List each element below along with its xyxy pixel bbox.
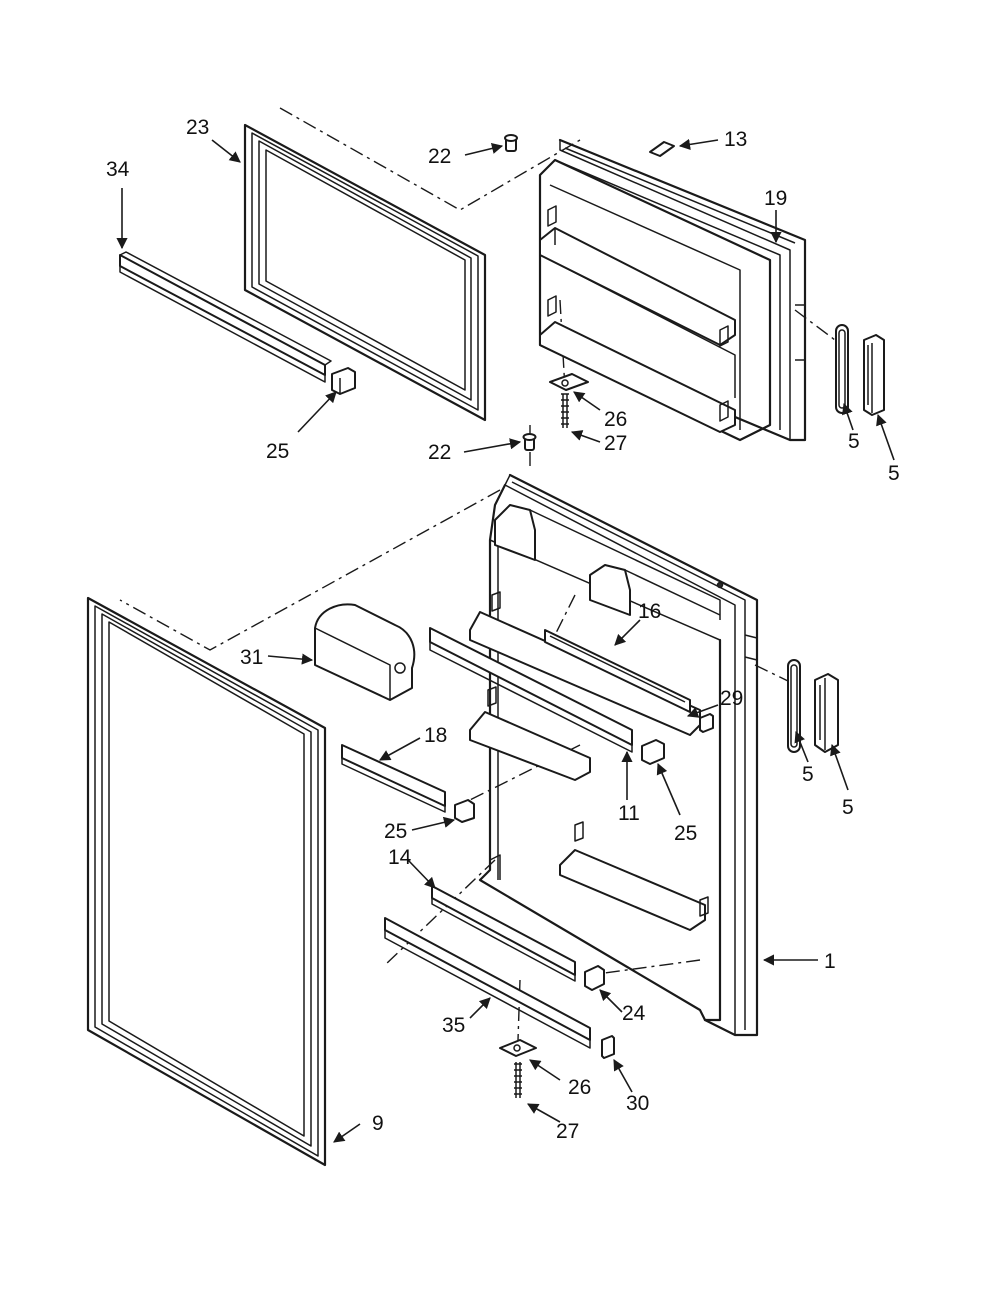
door-rack-trim-14 [431, 885, 576, 982]
callout-22-top: 22 [428, 145, 451, 168]
fresh-food-handle-insert [787, 659, 801, 753]
fresh-food-door-assembly [469, 473, 759, 1037]
callout-5-a: 5 [848, 430, 860, 453]
hole-plug [649, 141, 675, 157]
callout-labels: 23 34 25 22 13 19 26 27 22 5 5 16 31 29 … [106, 116, 900, 1143]
callout-5-c: 5 [802, 763, 814, 786]
fresh-food-door-gasket [86, 596, 327, 1167]
trim-clip-left [454, 799, 475, 823]
callout-34: 34 [106, 158, 130, 181]
door-stop-mid [522, 433, 537, 451]
hinge-bushing-bottom [499, 1039, 537, 1057]
middle-shelf-trim [429, 627, 633, 753]
spring-top [561, 393, 569, 428]
callout-26-top: 26 [604, 408, 627, 431]
trim-clip-24 [584, 965, 605, 991]
freezer-door-assembly [538, 138, 807, 442]
callout-25-right: 25 [674, 822, 697, 845]
callout-29: 29 [720, 687, 743, 710]
rack-end-cap-30 [601, 1035, 615, 1059]
trim-clip-right [641, 739, 665, 765]
callout-16: 16 [638, 600, 661, 623]
callout-5-d: 5 [842, 796, 854, 819]
freezer-handle-insert [835, 324, 849, 414]
callout-30: 30 [626, 1092, 649, 1115]
alignment-lines [119, 107, 836, 1041]
callout-9: 9 [372, 1112, 384, 1135]
callout-27-bottom: 27 [556, 1120, 579, 1143]
callout-25-left: 25 [384, 820, 407, 843]
hinge-bushing-top [549, 373, 589, 391]
callout-18: 18 [424, 724, 447, 747]
callout-26-bottom: 26 [568, 1076, 591, 1099]
freezer-handle [863, 334, 885, 416]
freezer-shelf-trim [119, 251, 332, 383]
callout-25-top: 25 [266, 440, 289, 463]
callout-13: 13 [724, 128, 747, 151]
trim-clip-29 [699, 713, 714, 733]
callout-14: 14 [388, 846, 412, 869]
callout-19: 19 [764, 187, 787, 210]
door-stop-top [504, 134, 518, 152]
callout-27-top: 27 [604, 432, 627, 455]
fresh-food-handle [814, 673, 839, 753]
callout-1: 1 [824, 950, 836, 973]
leader-lines [116, 138, 895, 1143]
callout-24: 24 [622, 1002, 646, 1025]
callout-11: 11 [618, 802, 640, 825]
trim-clip-top [331, 367, 356, 395]
dairy-compartment-door [314, 603, 416, 701]
door-rack-trim-35 [384, 917, 591, 1049]
lower-shelf-trim-18 [341, 744, 446, 813]
callout-5-b: 5 [888, 462, 900, 485]
callout-23: 23 [186, 116, 209, 139]
callout-31: 31 [240, 646, 263, 669]
freezer-door-gasket [243, 123, 487, 422]
callout-35: 35 [442, 1014, 465, 1037]
callout-22-mid: 22 [428, 441, 451, 464]
spring-bottom [514, 1062, 522, 1098]
